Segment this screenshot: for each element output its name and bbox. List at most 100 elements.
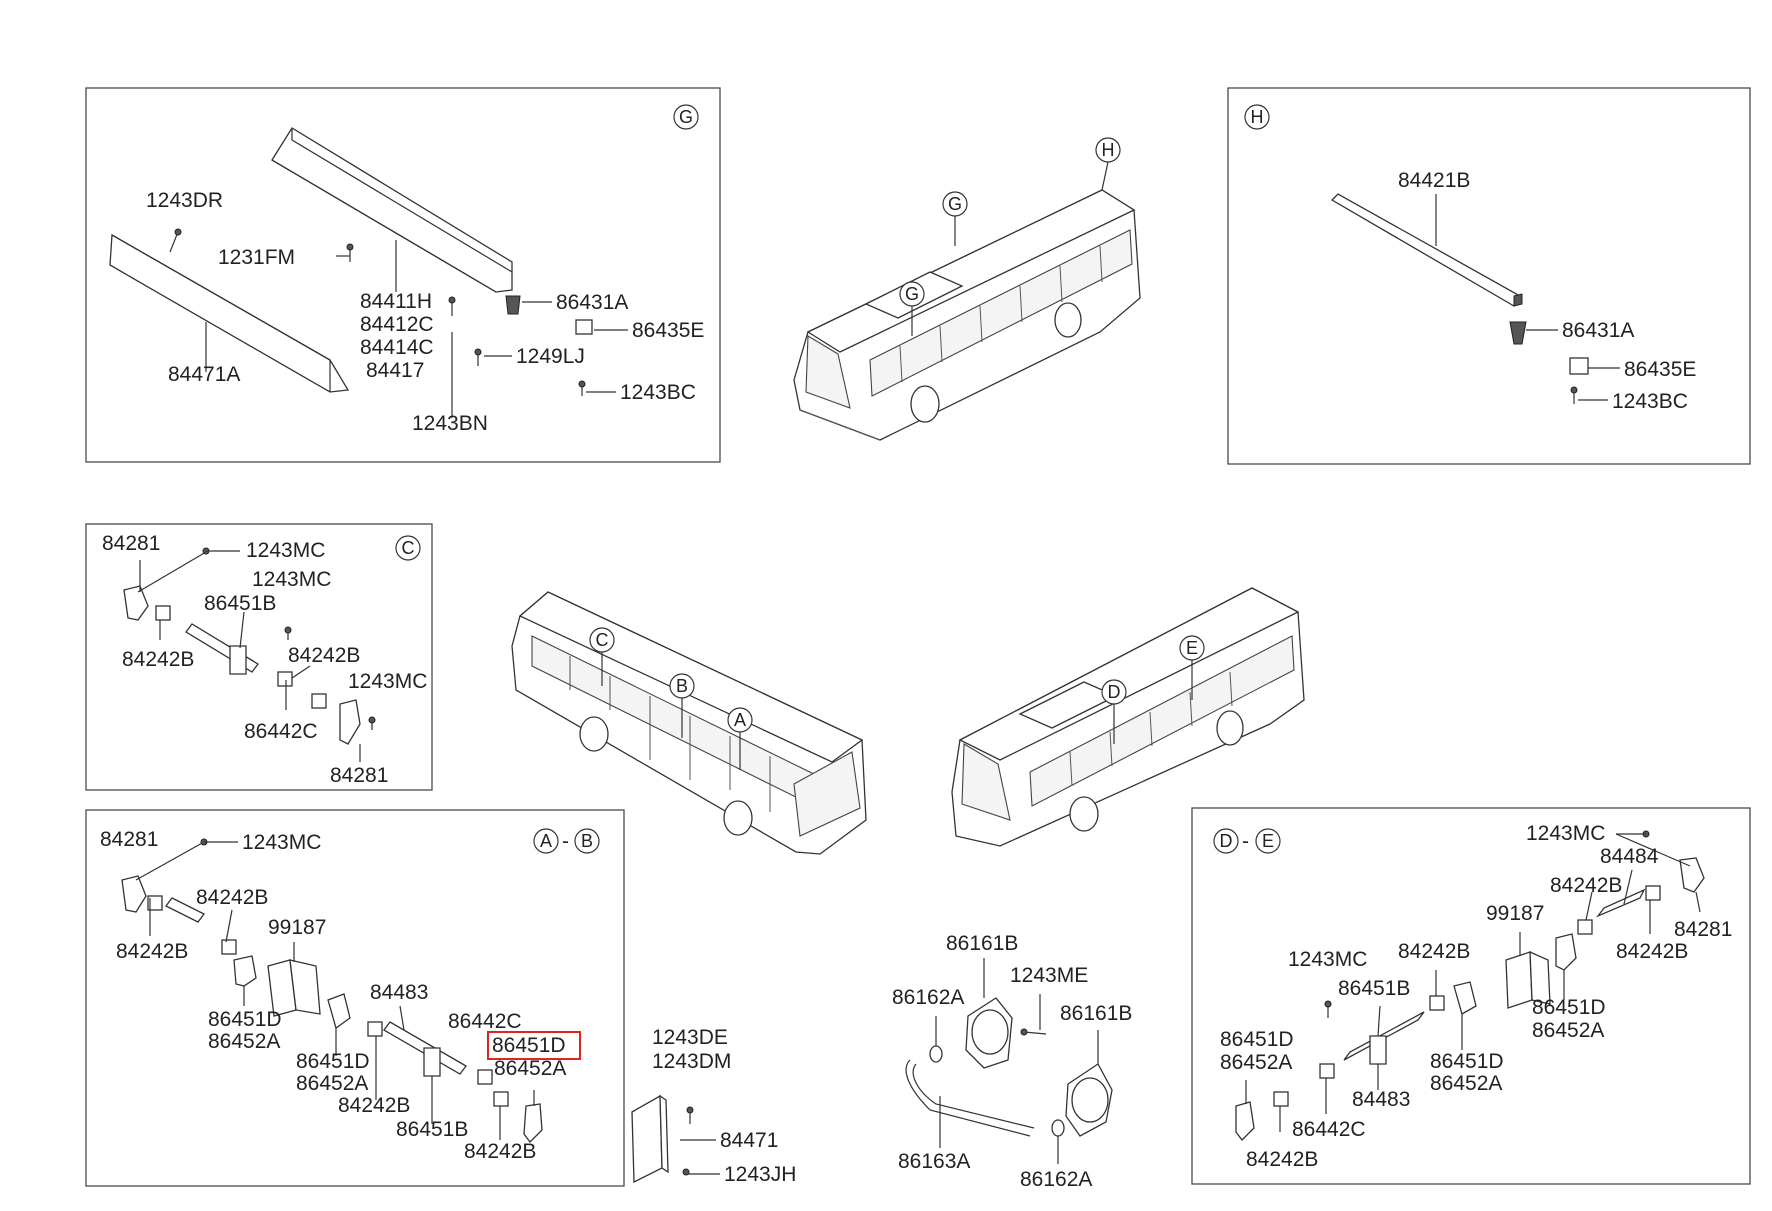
label-84471a: 84471A (168, 363, 240, 386)
label-1243mc-c-1: 1243MC (246, 539, 325, 562)
label-84242b-de-2: 84242B (1616, 940, 1688, 963)
label-84242b-de-3: 84242B (1398, 940, 1470, 963)
label-1243bc-h: 1243BC (1612, 390, 1688, 413)
clip-86431a (505, 295, 521, 315)
label-86435e: 86435E (632, 319, 704, 342)
label-99187-de: 99187 (1486, 902, 1544, 925)
label-86452a-ab-3: 86452A (296, 1072, 368, 1095)
section-ab-letter-b: B (581, 831, 593, 851)
section-c-panel: C 84281 1243MC 1243MC 86451B 84242B 8424… (85, 523, 433, 791)
bus-top-illustration: H G G (793, 137, 1141, 441)
label-1231fm: 1231FM (218, 246, 295, 269)
label-86431a-h: 86431A (1562, 319, 1634, 342)
label-84483-de: 84483 (1352, 1088, 1410, 1111)
label-84411h: 84411H (360, 290, 432, 313)
bracket-84471-part (631, 1094, 663, 1184)
label-86452a-de-1: 86452A (1532, 1019, 1604, 1042)
label-86451d-ab-2: 86451D (296, 1050, 370, 1073)
section-h-letter: H (1251, 107, 1264, 127)
bus-right-letter-d: D (1108, 682, 1121, 702)
label-86451b-ab: 86451B (396, 1118, 468, 1141)
bus-top-marker-g2 (899, 281, 925, 307)
bus-top-letter-g2: G (905, 284, 919, 304)
section-c-marker (395, 535, 421, 561)
section-g-letter: G (679, 107, 693, 127)
label-86451d-de-3: 86451D (1430, 1050, 1504, 1073)
section-de-letter-e: E (1262, 831, 1274, 851)
de-bracket-99187 (1505, 951, 1533, 1009)
label-84242b-ab-3: 84242B (338, 1094, 410, 1117)
c-rod (185, 623, 259, 673)
bus-top-letter-h: H (1102, 140, 1115, 160)
label-1243dr: 1243DR (146, 189, 223, 212)
label-1243de: 1243DE (652, 1026, 728, 1049)
label-84412c: 84412C (360, 313, 434, 336)
label-1249lj: 1249LJ (516, 345, 585, 368)
section-de-marker-e (1255, 828, 1281, 854)
h-rail-part (1330, 193, 1521, 307)
section-g-frame (85, 87, 721, 463)
section-de-marker-d (1213, 828, 1239, 854)
section-ab-panel: A - B 84281 1243MC 84242B 84242B 99 (85, 809, 625, 1187)
section-c-letter: C (402, 538, 415, 558)
label-1243mc-c-2: 1243MC (252, 568, 331, 591)
label-1243mc-ab: 1243MC (242, 831, 321, 854)
label-86452a-ab-2: 86452A (494, 1057, 566, 1080)
label-84281-de: 84281 (1674, 918, 1732, 941)
section-de-letter-d: D (1220, 831, 1233, 851)
section-h-panel: H 84421B 86431A 86435E 1243BC (1227, 87, 1751, 465)
section-h-marker (1244, 104, 1270, 130)
label-84242b-de-4: 84242B (1246, 1148, 1318, 1171)
loose-parts-bracket-group: 1243DE 1243DM 84471 1243JH (631, 1026, 796, 1186)
label-86452a-de-2: 86452A (1220, 1051, 1292, 1074)
bus-top-marker-h (1095, 137, 1121, 163)
section-g-marker (673, 104, 699, 130)
bus-left-letter-a: A (734, 710, 746, 730)
label-86452a-ab-1: 86452A (208, 1030, 280, 1053)
label-84421b: 84421B (1398, 169, 1470, 192)
label-84242b-de-1: 84242B (1550, 874, 1622, 897)
label-86442c-de: 86442C (1292, 1118, 1366, 1141)
section-ab-marker-a (533, 828, 559, 854)
label-84242b-ab-4: 84242B (464, 1140, 536, 1163)
label-86442c-c: 86442C (244, 720, 318, 743)
hose-86163a (905, 1059, 1031, 1137)
bus-left-marker-a (727, 707, 753, 733)
h-clip-86435e (1569, 357, 1589, 375)
label-1243mc-c-3: 1243MC (348, 670, 427, 693)
loose-parts-cap-group: 86161B 1243ME 86162A 86161B 86163A 86162… (892, 932, 1132, 1191)
label-86442c-ab: 86442C (448, 1010, 522, 1033)
bus-left-letter-c: C (596, 630, 609, 650)
label-1243mc-de-2: 1243MC (1288, 948, 1367, 971)
label-86162a-2: 86162A (1020, 1168, 1092, 1191)
section-g-panel: G 1243DR 1231FM 84411H 84412C 84414C 844… (85, 87, 721, 463)
bus-left-marker-c (589, 627, 615, 653)
label-86431a: 86431A (556, 291, 628, 314)
label-1243bn: 1243BN (412, 412, 488, 435)
label-84281-c-bottom: 84281 (330, 764, 388, 787)
label-84242b-c-1: 84242B (122, 648, 194, 671)
c-bracket-bottom (339, 699, 361, 745)
label-84417: 84417 (366, 359, 424, 382)
label-99187-ab: 99187 (268, 916, 326, 939)
label-86451d-de-1: 86451D (1532, 996, 1606, 1019)
label-86163a: 86163A (898, 1150, 970, 1173)
label-84281-ab: 84281 (100, 828, 158, 851)
section-ab-frame (85, 809, 625, 1187)
section-ab-dash: - (562, 830, 569, 853)
bus-right-letter-e: E (1186, 638, 1198, 658)
label-84484: 84484 (1600, 845, 1659, 868)
section-ab-letter-a: A (540, 831, 552, 851)
highlight-box-86451d (487, 1031, 581, 1060)
label-86161b-2: 86161B (1060, 1002, 1132, 1025)
bus-left-marker-b (669, 673, 695, 699)
label-84281-c-top: 84281 (102, 532, 160, 555)
label-86451d-de-2: 86451D (1220, 1028, 1294, 1051)
label-1243mc-de-1: 1243MC (1526, 822, 1605, 845)
h-clip-86431a (1509, 321, 1527, 345)
label-86452a-de-3: 86452A (1430, 1072, 1502, 1095)
section-h-frame (1227, 87, 1751, 465)
label-1243jh: 1243JH (724, 1163, 796, 1186)
section-ab-marker-b (574, 828, 600, 854)
